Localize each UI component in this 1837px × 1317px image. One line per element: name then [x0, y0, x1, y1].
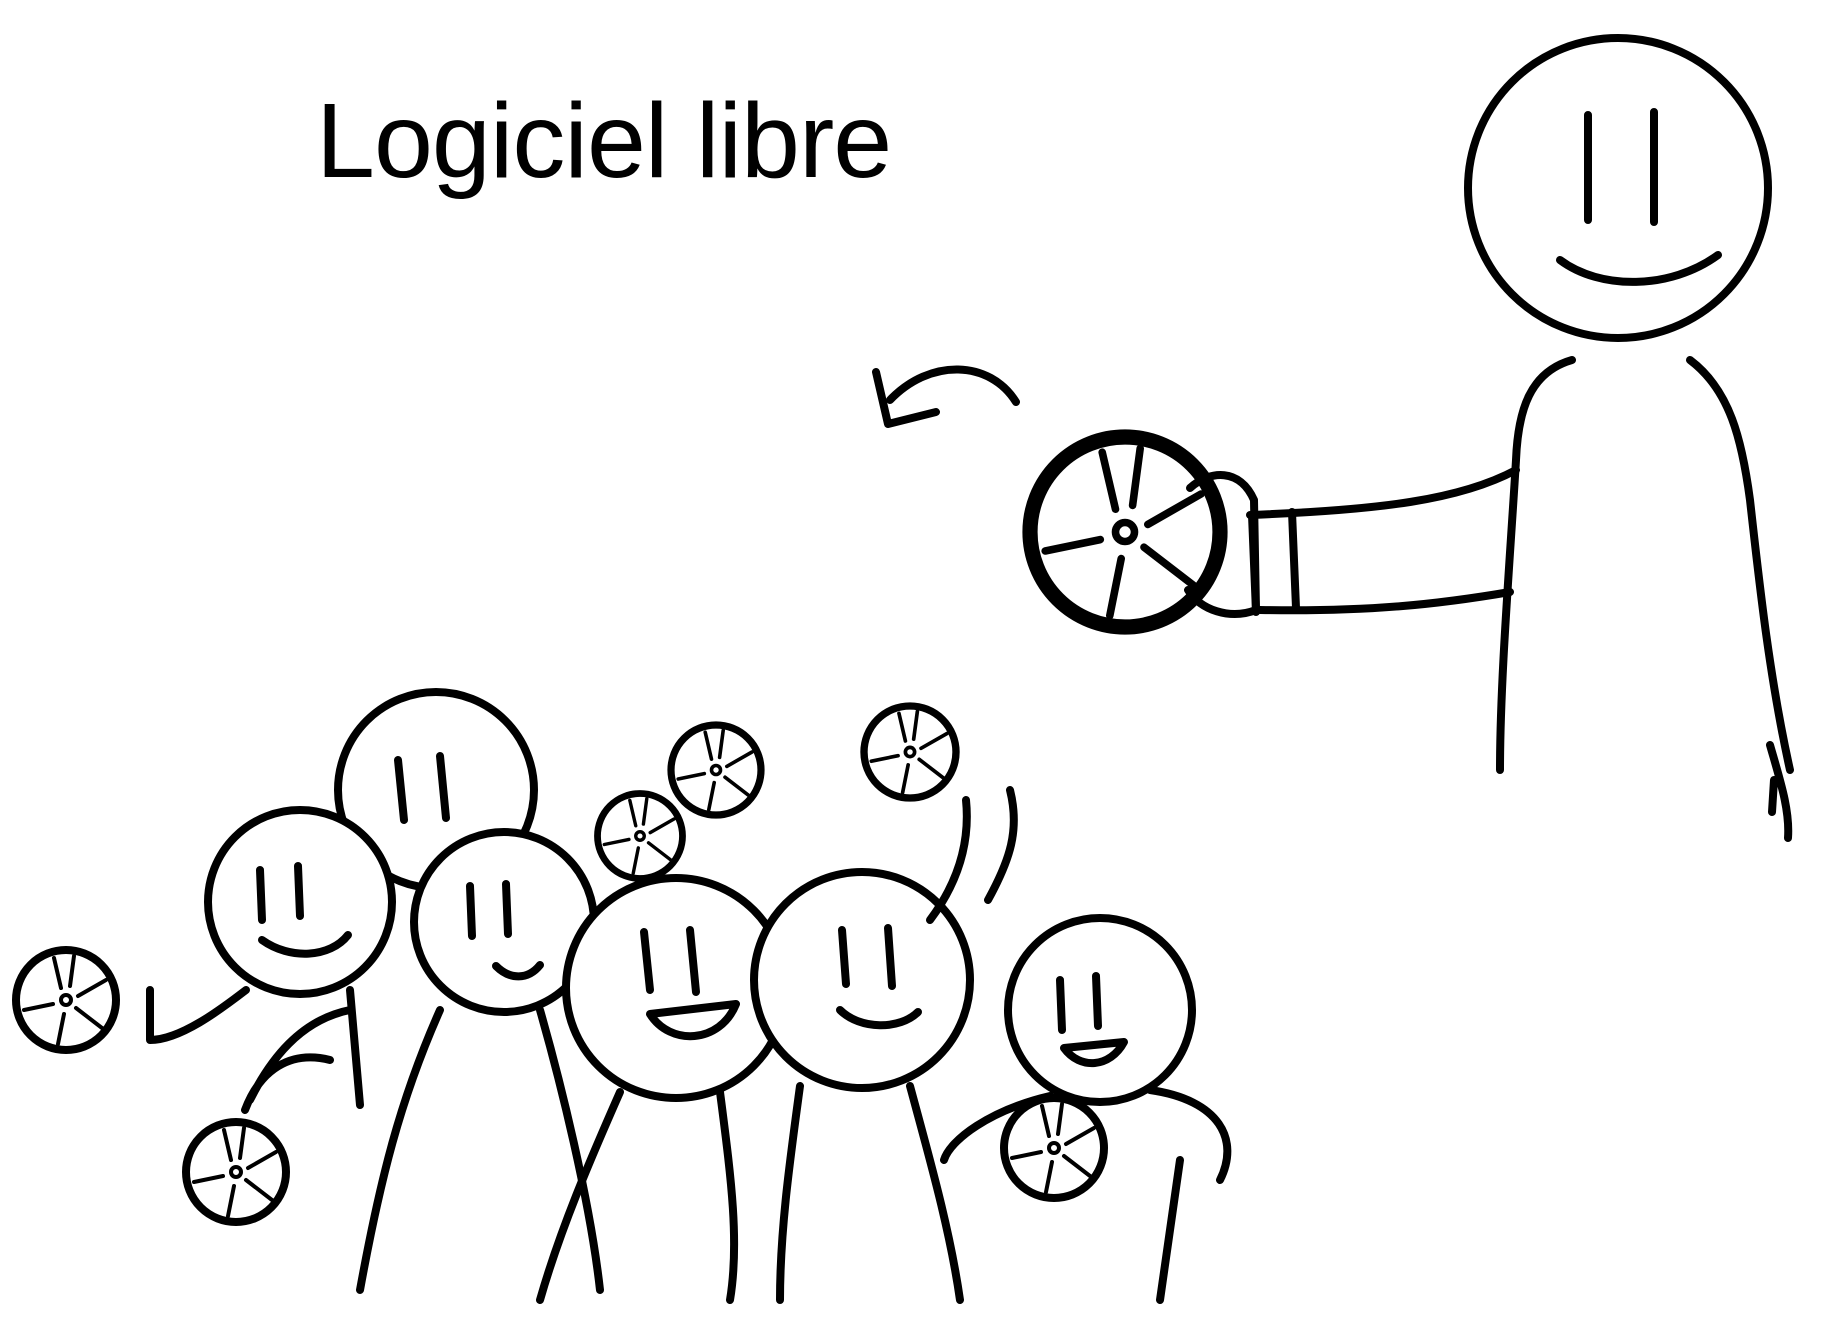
cd-disc-icon: [598, 794, 683, 879]
cd-disc-icon: [186, 1122, 286, 1222]
stick-figure-icon: [1246, 34, 1794, 842]
page-title: Logiciel libre: [316, 82, 892, 200]
hand: [1184, 471, 1260, 618]
curved-arrow-icon: [872, 365, 1020, 428]
cd-disc-icon: [1004, 1098, 1104, 1198]
crowd-icon: [146, 688, 1232, 1304]
cd-disc-icon: [671, 725, 761, 815]
cd-disc-icon: [16, 950, 116, 1050]
cd-disc-icon: [864, 706, 956, 798]
